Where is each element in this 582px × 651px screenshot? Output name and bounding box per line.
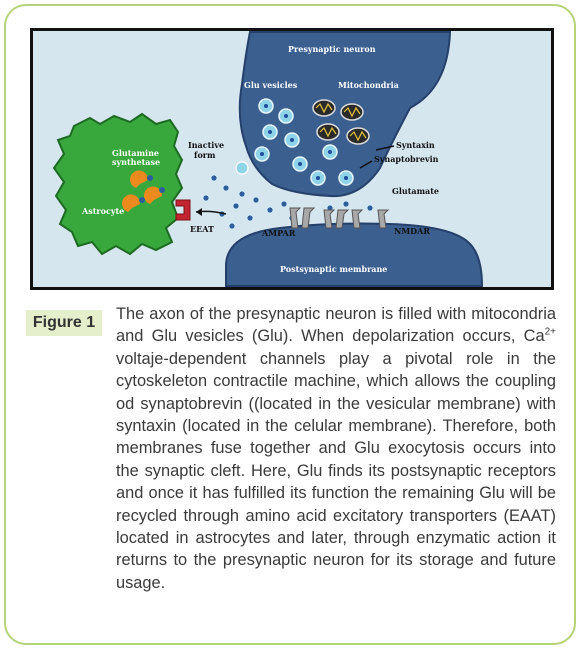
mitochondrion xyxy=(346,127,370,145)
eeat-transporter xyxy=(175,199,191,221)
syntaxin-label: Syntaxin xyxy=(396,140,435,150)
glutamine-synthetase-enzymes xyxy=(122,170,163,212)
figure-caption: The axon of the presynaptic neuron is fi… xyxy=(116,303,556,594)
inactive-form-label-2: form xyxy=(194,150,216,160)
caption-text-after: voltaje-dependent channels play a pivota… xyxy=(116,349,556,592)
astrocyte-label: Astrocyte xyxy=(81,206,124,216)
synaptobrevin-label: Synaptobrevin xyxy=(374,154,439,164)
glu-vesicles-label: Glu vesicles xyxy=(244,80,298,90)
mitochondria-label: Mitochondria xyxy=(338,80,399,90)
postsynaptic-membrane xyxy=(225,222,484,287)
astrocyte xyxy=(52,112,184,256)
figure-badge: Figure 1 xyxy=(26,310,102,336)
mitochondrion xyxy=(316,123,340,141)
glutamine-label: Glutamine xyxy=(112,148,159,158)
glutamate-label: Glutamate xyxy=(392,186,439,196)
glutamine-label-2: synthetase xyxy=(112,157,160,167)
caption-superscript: 2+ xyxy=(544,326,556,338)
inactive-vesicle xyxy=(235,161,249,175)
ampar-label: AMPAR xyxy=(261,228,296,238)
nmdar-receptor xyxy=(351,209,390,229)
glutamate-molecules xyxy=(202,174,374,230)
postsynaptic-label: Postsynaptic membrane xyxy=(280,264,387,274)
nmdar-label: NMDAR xyxy=(394,226,430,236)
inactive-form-label: Inactive xyxy=(188,140,224,150)
mitochondrion xyxy=(340,103,364,121)
presynaptic-label: Presynaptic neuron xyxy=(288,44,376,54)
mitochondrion xyxy=(312,99,336,117)
ampar-receptors xyxy=(289,207,350,229)
eeat-label: EEAT xyxy=(190,224,214,234)
synapse-diagram: Postsynaptic membrane Presynaptic neuron… xyxy=(30,28,554,290)
mitochondria xyxy=(312,99,370,145)
caption-text-before: The axon of the presynaptic neuron is fi… xyxy=(116,305,556,346)
